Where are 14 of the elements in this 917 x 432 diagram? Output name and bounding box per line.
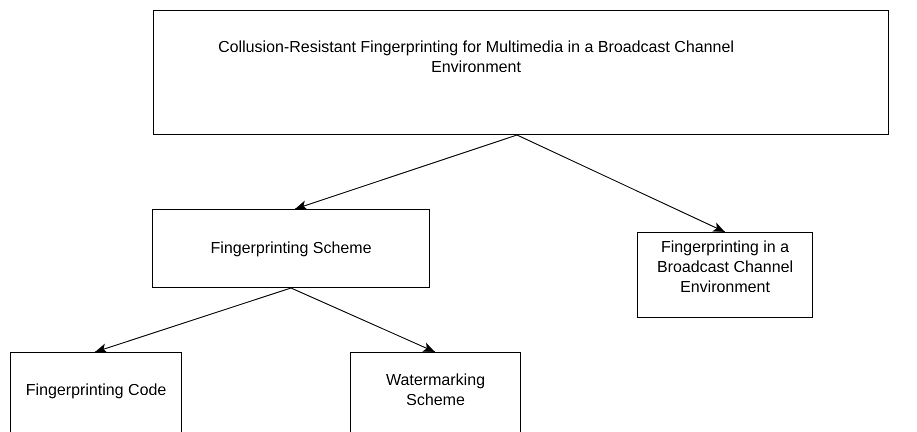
arrow <box>516 134 726 232</box>
arrow <box>94 288 292 354</box>
node-text: Collusion-Resistant Fingerprinting for Multimedia in a Broadcast Channel Environment <box>217 38 735 78</box>
node-text: Fingerprinting Code <box>26 381 166 401</box>
process-box <box>637 232 813 318</box>
node-text: Watermarking Scheme <box>385 371 486 411</box>
process-box <box>10 352 182 432</box>
node-text: Fingerprinting in a Broadcast Channel Environment <box>656 238 794 298</box>
node-text: Fingerprinting Scheme <box>210 238 372 258</box>
arrow <box>294 134 518 210</box>
arrow <box>290 288 436 352</box>
process-box <box>152 209 430 288</box>
process-box <box>153 10 889 135</box>
process-box <box>350 352 521 432</box>
